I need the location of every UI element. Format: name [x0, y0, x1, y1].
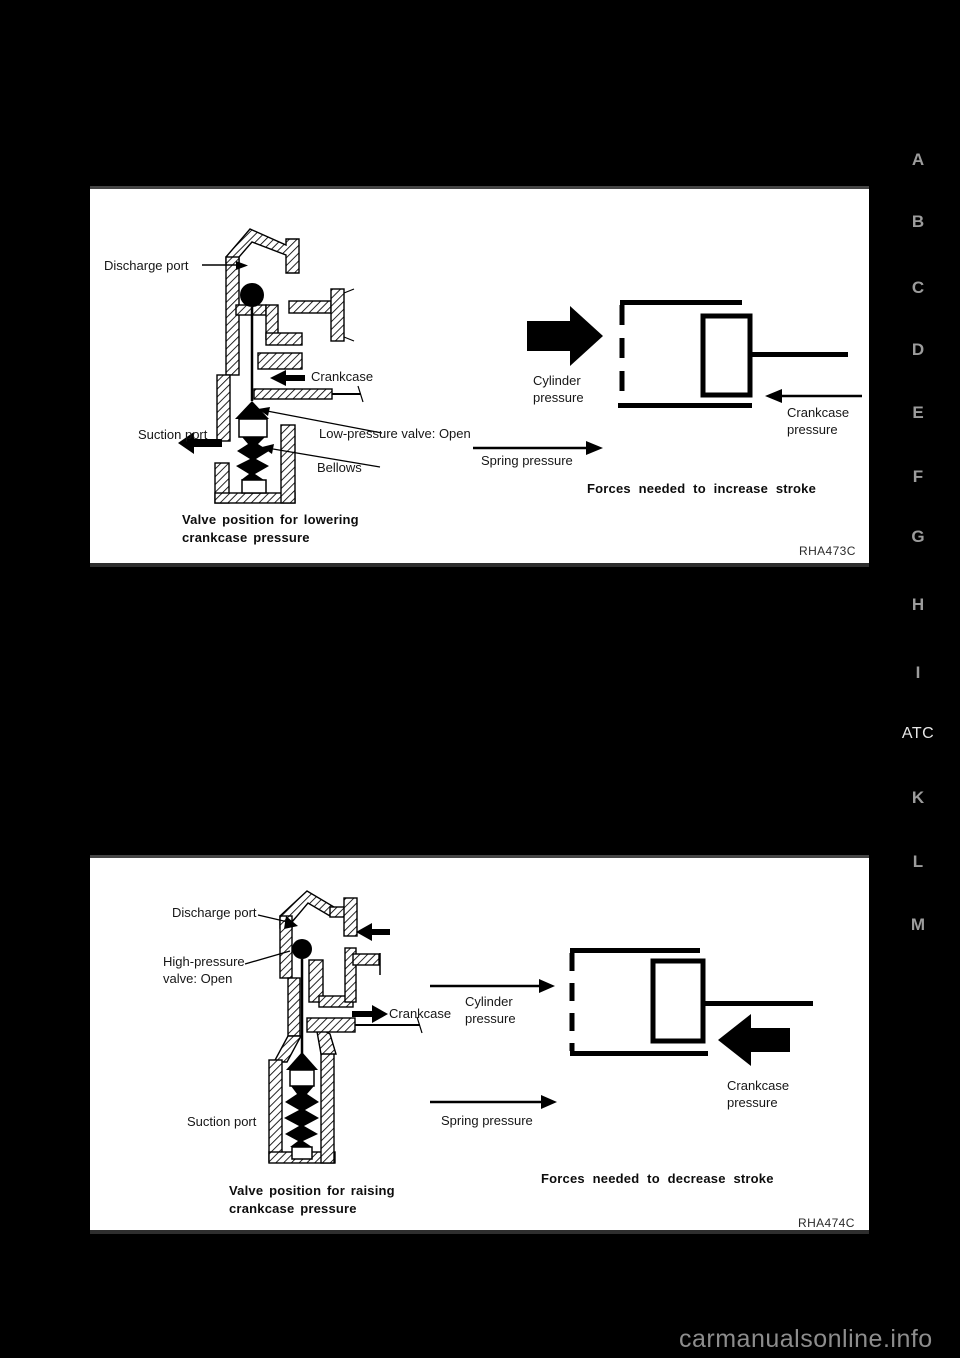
valve-cross-section-diagram-2 [244, 890, 813, 1164]
section-tab-l: L [912, 852, 924, 871]
piston [700, 313, 753, 398]
discharge-flow-arrow-icon [356, 923, 390, 941]
piston-rod [703, 1001, 813, 1006]
bellows-shape [236, 437, 269, 480]
cylinder-dashed-outline [569, 948, 708, 1056]
section-tab-i: I [915, 663, 921, 682]
cylinder-pressure-big-arrow-icon [527, 306, 603, 366]
section-tab-g: G [911, 527, 925, 546]
crankcase-flow-arrow-icon [270, 370, 305, 386]
discharge-port-label: Discharge port [104, 258, 189, 273]
valve-body-ticks [355, 953, 423, 1034]
suction-port-arrow-icon [178, 432, 222, 454]
piston-rod [750, 352, 848, 357]
section-tab-h: H [911, 595, 925, 614]
figure1-caption: Valve position for lowering crankcase pr… [182, 512, 359, 545]
valve-cross-section-diagram-1 [178, 228, 862, 504]
valve-guide [238, 418, 268, 438]
spring-pressure-arrow-icon [473, 441, 603, 455]
crankcase-label: Crankcase [389, 1006, 452, 1021]
high-pressure-valve-leader [244, 950, 291, 965]
valve-ball [292, 939, 312, 959]
figure-ref-code: RHA474C [798, 1216, 855, 1230]
section-tab-b: B [911, 212, 925, 231]
section-tab-e: E [912, 403, 924, 422]
suction-port-label: Suction port [138, 427, 208, 442]
valve-body-ticks [332, 288, 364, 403]
valve-ball [240, 283, 264, 307]
suction-port-label: Suction port [187, 1114, 257, 1129]
low-pressure-valve-label: Low-pressure valve: Open [319, 426, 471, 441]
bellows-shape [284, 1086, 319, 1147]
spring-pressure-label: Spring pressure [441, 1113, 533, 1128]
crankcase-pressure-label: Crankcase pressure [727, 1078, 790, 1110]
low-pressure-valve-cone [235, 401, 269, 419]
section-tab-atc: ATC [901, 725, 935, 742]
section-tab-c: C [911, 278, 925, 297]
section-tab-a: A [911, 150, 925, 169]
piston [650, 958, 706, 1044]
crankcase-label: Crankcase [311, 369, 374, 384]
spring-pressure-arrow-icon [430, 1095, 557, 1109]
cylinder-dashed-outline [618, 300, 752, 408]
forces-caption: Forces needed to increase stroke [587, 481, 817, 496]
high-pressure-valve-label: High-pressure valve: Open [163, 954, 245, 986]
spring-pressure-label: Spring pressure [481, 453, 573, 468]
section-tab-d: D [911, 340, 925, 359]
figure-panel-valve-raising: Discharge port High-pressure valve: Open… [90, 855, 869, 1234]
high-pressure-valve-cone [286, 1052, 318, 1070]
crankcase-flow-arrow-icon [352, 1005, 388, 1023]
bellows-base [241, 479, 267, 494]
bellows-label: Bellows [317, 460, 362, 475]
figure-ref-code: RHA473C [799, 544, 856, 558]
valve-body-hatching [214, 228, 345, 504]
figure-panel-valve-lowering: Discharge port Crankcase Suction port Lo… [90, 186, 869, 567]
crankcase-pressure-label: Crankcase pressure [787, 405, 850, 437]
discharge-port-leader-arrow [257, 914, 298, 929]
site-watermark: carmanualsonline.info [679, 1325, 933, 1353]
bellows-leader-arrow [262, 444, 381, 468]
cylinder-pressure-label: Cylinder pressure [533, 373, 584, 405]
section-tab-k: K [911, 788, 925, 807]
cylinder-pressure-label: Cylinder pressure [465, 994, 516, 1026]
valve-guide [289, 1069, 315, 1087]
discharge-port-label: Discharge port [172, 905, 257, 920]
section-tab-m: M [910, 915, 926, 934]
discharge-port-leader-arrow [202, 261, 248, 270]
low-pressure-valve-leader [258, 407, 383, 434]
crankcase-pressure-big-arrow-icon [718, 1014, 790, 1066]
figure2-caption: Valve position for raising crankcase pre… [229, 1183, 395, 1216]
crankcase-pressure-arrow-icon [765, 389, 862, 403]
forces-caption: Forces needed to decrease stroke [541, 1171, 774, 1186]
bellows-base [291, 1146, 313, 1160]
section-tab-f: F [912, 467, 924, 486]
cylinder-pressure-arrow-icon [430, 979, 555, 993]
